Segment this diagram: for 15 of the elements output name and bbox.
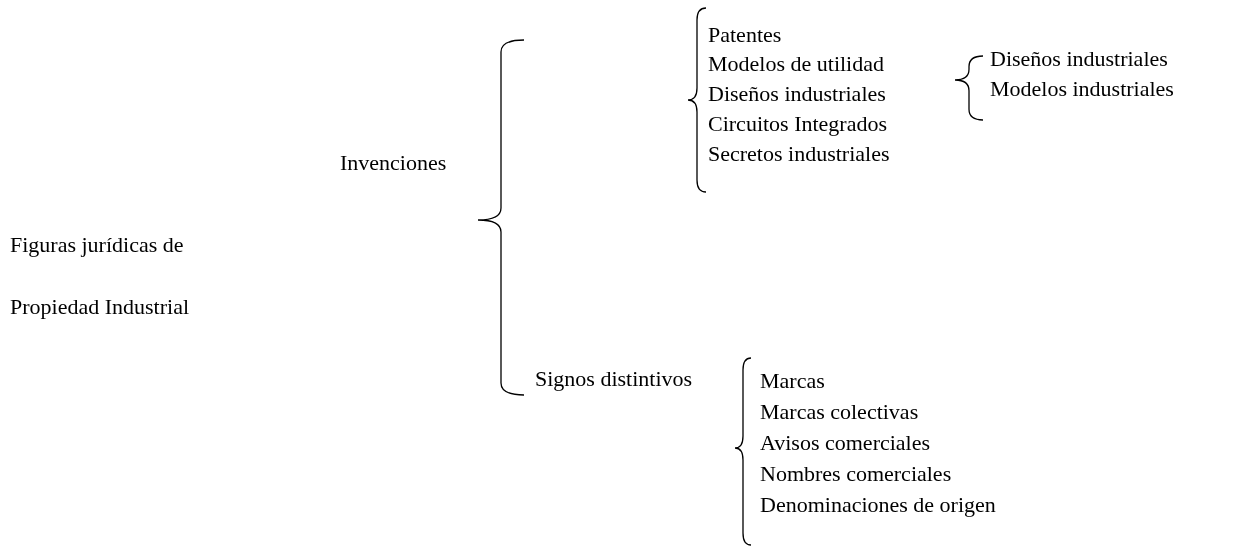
item-label: Nombres comerciales xyxy=(760,461,952,487)
category-label: Signos distintivos xyxy=(535,366,693,392)
item-label: Secretos industriales xyxy=(708,141,890,167)
item-label: Modelos industriales xyxy=(990,76,1174,102)
category-label: Invenciones xyxy=(340,150,447,176)
item-label: Diseños industriales xyxy=(708,81,886,107)
heading-label: Figuras jurídicas de Propiedad Industrial xyxy=(10,231,191,321)
item-label: Marcas xyxy=(760,368,825,394)
item-label: Denominaciones de origen xyxy=(760,492,996,518)
item-label: Diseños industriales xyxy=(990,46,1168,72)
item-label: Circuitos Integrados xyxy=(708,111,888,137)
item-label: Patentes xyxy=(708,22,782,48)
item-label: Marcas colectivas xyxy=(760,399,919,425)
item-label: Modelos de utilidad xyxy=(708,51,884,77)
item-label: Avisos comerciales xyxy=(760,430,931,456)
